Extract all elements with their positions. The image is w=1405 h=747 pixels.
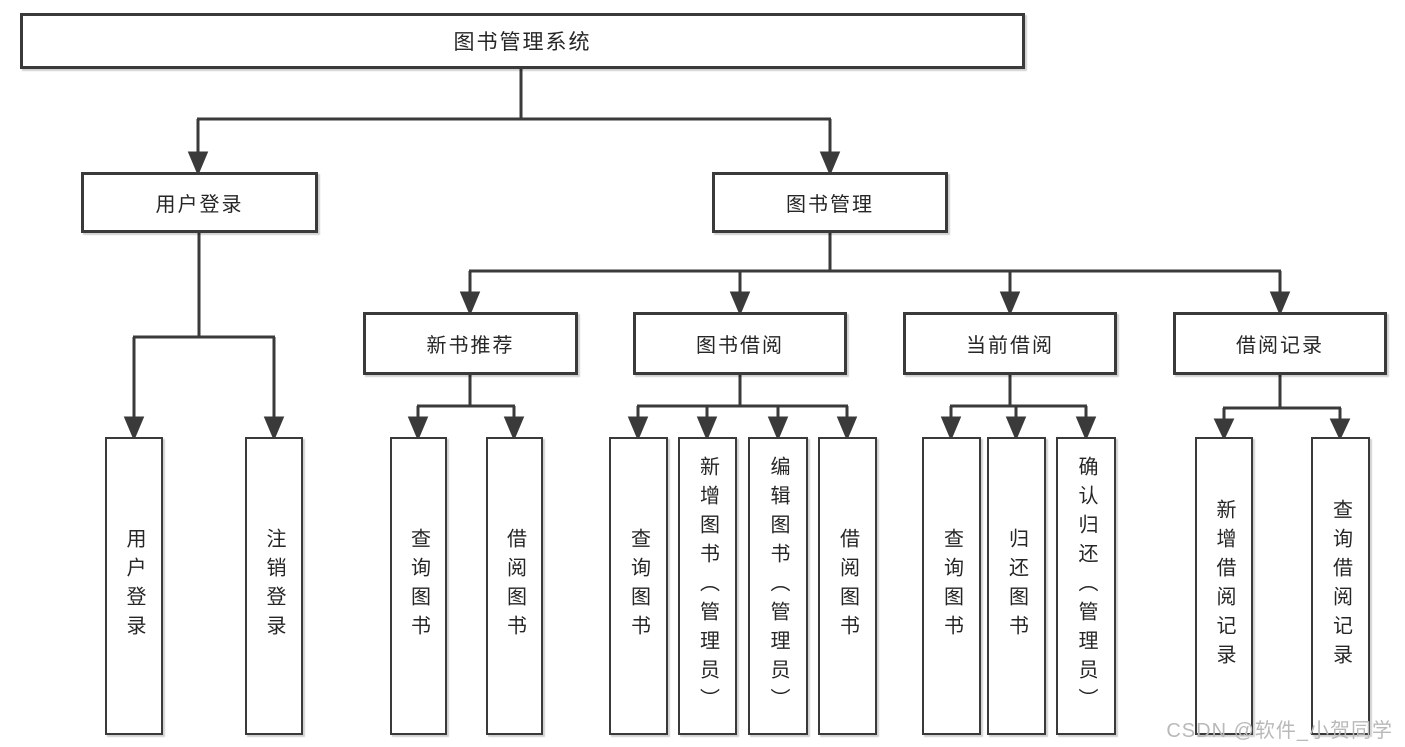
connector-group-borrowing-records: [1213, 375, 1351, 441]
node-book-borrowing: 图书借阅: [633, 312, 847, 375]
leaf-borrowing-add-book-admin: 新增图书（管理员）: [678, 437, 737, 735]
node-label: 用户登录: [155, 194, 244, 216]
node-label: 借阅图书: [503, 528, 526, 644]
node-label: 查询图书: [407, 528, 430, 644]
node-label: 图书管理: [786, 194, 874, 216]
leaf-borrowing-query-book: 查询图书: [609, 437, 668, 735]
node-label: 归还图书: [1005, 528, 1028, 644]
node-label: 新增图书（管理员）: [696, 455, 719, 717]
node-label: 查询借阅记录: [1329, 499, 1352, 673]
leaf-recommend-query-book: 查询图书: [390, 437, 447, 735]
node-label: 借阅记录: [1236, 335, 1324, 357]
leaf-borrowing-borrow-book: 借阅图书: [818, 437, 877, 735]
node-label: 借阅图书: [836, 528, 859, 644]
node-user-login: 用户登录: [81, 172, 318, 233]
node-label: 图书借阅: [696, 335, 784, 357]
leaf-current-confirm-return-admin: 确认归还（管理员）: [1056, 437, 1116, 735]
leaf-borrowing-edit-book-admin: 编辑图书（管理员）: [748, 437, 808, 735]
node-label: 新书推荐: [426, 335, 515, 357]
leaf-records-add-record: 新增借阅记录: [1195, 437, 1253, 735]
connector-group-book-management: [459, 233, 1291, 316]
node-label: 查询图书: [627, 528, 650, 644]
connector-group-root: [187, 69, 841, 176]
connector-group-current-borrowing: [940, 375, 1097, 441]
node-label: 注销登录: [263, 528, 285, 644]
connector-group-user-login: [123, 233, 285, 441]
node-label: 用户登录: [123, 528, 145, 644]
node-current-borrowing: 当前借阅: [903, 312, 1117, 375]
node-label: 图书管理系统: [453, 31, 592, 54]
node-book-management: 图书管理: [712, 172, 948, 233]
connector-group-new-book-recommendation: [407, 375, 525, 441]
node-borrowing-records: 借阅记录: [1173, 312, 1387, 375]
leaf-recommend-borrow-book: 借阅图书: [486, 437, 543, 735]
node-label: 编辑图书（管理员）: [767, 455, 789, 717]
connector-group-book-borrowing: [627, 375, 858, 441]
node-label: 确认归还（管理员）: [1075, 455, 1097, 717]
node-label: 新增借阅记录: [1213, 499, 1235, 673]
node-label: 当前借阅: [966, 335, 1054, 357]
leaf-current-return-book: 归还图书: [987, 437, 1046, 735]
leaf-logout-login: 注销登录: [245, 437, 303, 735]
leaf-records-query-record: 查询借阅记录: [1311, 437, 1370, 735]
leaf-current-query-book: 查询图书: [922, 437, 981, 735]
csdn-watermark: CSDN @软件_小贺同学: [1166, 720, 1393, 742]
node-new-book-recommendation: 新书推荐: [363, 312, 578, 375]
node-label: 查询图书: [940, 528, 963, 644]
node-system-root: 图书管理系统: [20, 13, 1025, 69]
leaf-user-login: 用户登录: [105, 437, 163, 735]
